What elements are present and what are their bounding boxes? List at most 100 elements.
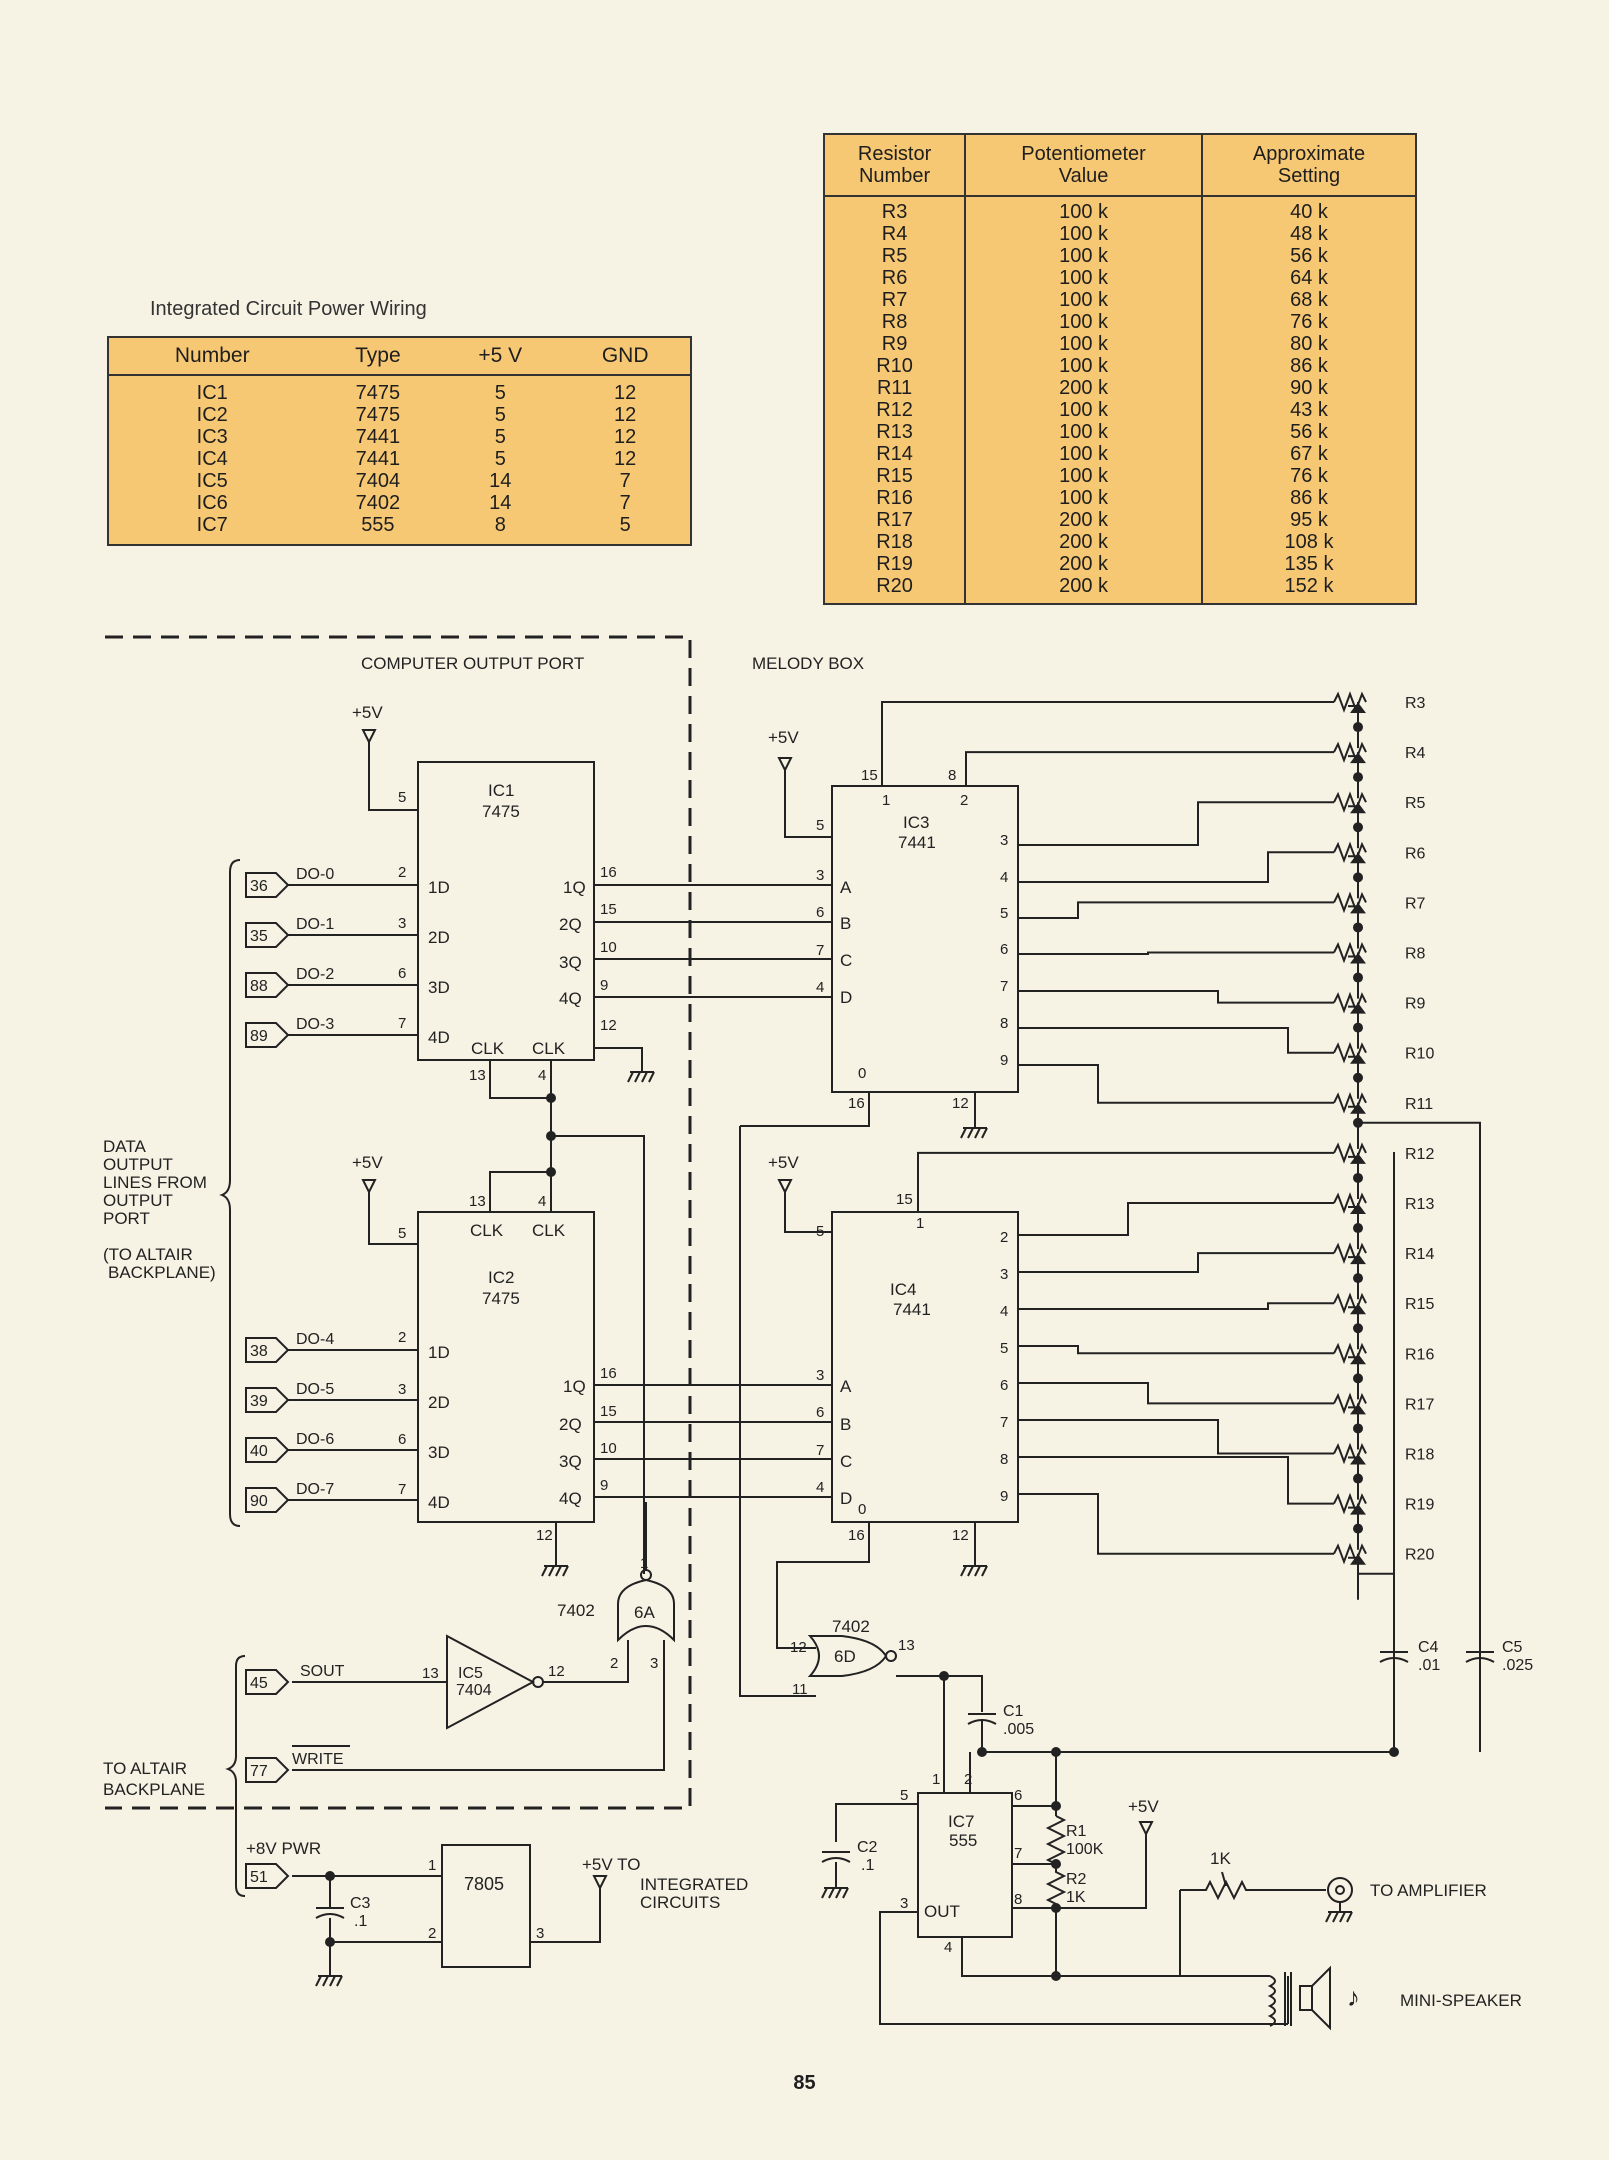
wiper-arrow [1350,1253,1366,1265]
inverter-type: 7404 [456,1682,492,1699]
connector-51 [245,1863,290,1889]
connector-45-pin: 45 [250,1675,268,1692]
power-table-cell: 12 [614,382,637,404]
junction [1353,1423,1363,1434]
c3-value: .1 [354,1913,367,1930]
power-table-caption: Integrated Circuit Power Wiring [150,298,427,320]
resistor-table-cell: 100 k [965,355,1203,377]
resistor-table-cell: 200 k [965,377,1203,399]
ic2-name: IC2 [488,1268,514,1287]
resistor-label-R12: R12 [1405,1146,1434,1163]
ic3-in-b: B [840,914,851,933]
ic2-type: 7475 [482,1289,520,1308]
wire [1018,1027,1334,1054]
svg-text:0: 0 [858,1501,866,1518]
ic7-type: 555 [949,1831,977,1850]
svg-text:1: 1 [916,1215,924,1232]
ic4-name: IC4 [890,1280,916,1299]
svg-text:1: 1 [932,1771,940,1788]
line-label-do-2: DO-2 [296,966,334,983]
junction [1353,1117,1363,1128]
connector-89-pin: 89 [250,1028,268,1045]
wire [1018,851,1334,883]
power-table-cell: 12 [614,404,637,426]
svg-text:1: 1 [428,1857,436,1874]
svg-text:15: 15 [600,1403,617,1420]
ground-icon [960,1127,988,1139]
label-altair-2b: BACKPLANE [103,1780,205,1799]
resistor-table-cell: 200 k [965,575,1203,604]
resistor-table-cell: 100 k [965,245,1203,267]
line-label-do-7: DO-7 [296,1481,334,1498]
port-boundary [105,635,692,1810]
ic1-pin-1q: 1Q [563,878,586,897]
wiper-arrow [1350,1103,1366,1114]
svg-text:5: 5 [1000,1340,1008,1357]
svg-text:7: 7 [1000,978,1008,995]
junction [1353,1022,1363,1033]
power-table-cell: 12 [614,426,637,448]
resistor-table-cell: 43 k [1290,399,1328,421]
ic2-pin-2d: 2D [428,1393,450,1412]
wire [1018,1419,1334,1455]
label-melody-box: MELODY BOX [752,654,864,673]
resistor-table-cell: 76 k [1290,465,1328,487]
resistor-label-R16: R16 [1405,1346,1434,1363]
potentiometer-R12 [1333,1142,1367,1164]
svg-text:6: 6 [816,904,824,921]
resistor-label-R5: R5 [1405,795,1426,812]
ic7-out: OUT [924,1902,960,1921]
to-ics-line-1: INTEGRATED [640,1875,748,1894]
resistor-table-cell: 68 k [1290,289,1328,311]
c4-value: .01 [1418,1657,1440,1674]
junction [1353,872,1363,883]
junction [1353,1273,1363,1284]
svg-text:7: 7 [398,1015,406,1032]
to-ics-line-2: CIRCUITS [640,1893,720,1912]
resistor-table-cell: R19 [824,553,967,575]
resistor-table-cell: 56 k [1290,421,1328,443]
svg-text:9: 9 [1000,1488,1008,1505]
svg-text:16: 16 [848,1527,865,1544]
svg-text:3: 3 [1000,832,1008,849]
resistor-table-cell: 40 k [1290,201,1328,223]
ic3-in-c: C [840,951,852,970]
svg-text:2: 2 [964,1771,972,1788]
svg-text:8: 8 [948,767,956,784]
resistor-table-cell: 95 k [1290,509,1328,531]
ic3-name: IC3 [903,813,929,832]
resistor-table-cell: 64 k [1290,267,1328,289]
svg-text:9: 9 [600,977,608,994]
power-table-cell: 7 [619,492,631,514]
svg-text:15: 15 [861,767,878,784]
svg-text:16: 16 [848,1095,865,1112]
ic1-body [417,761,595,1061]
page-number: 85 [793,2072,816,2094]
wiper-arrow [1350,1203,1366,1214]
power-table-cell: 7475 [355,404,401,426]
resistor-table-cell: 100 k [965,443,1203,465]
junction [1353,1223,1363,1234]
svg-text:13: 13 [898,1637,915,1654]
resistor-label-R7: R7 [1405,895,1426,912]
wire [1018,1302,1334,1310]
brace-backplane [225,1655,246,1897]
wiper-arrow [1350,1503,1366,1515]
svg-text:13: 13 [422,1665,439,1682]
resistor-table-cell: 56 k [1290,245,1328,267]
connector-39-pin: 39 [250,1393,268,1410]
c1-label: C1 [1003,1703,1024,1720]
resistor-label-R8: R8 [1405,946,1426,963]
power-table-cell: 14 [489,492,512,514]
wire [881,701,1334,786]
junction [1353,772,1363,783]
connector-40-pin: 40 [250,1443,268,1460]
